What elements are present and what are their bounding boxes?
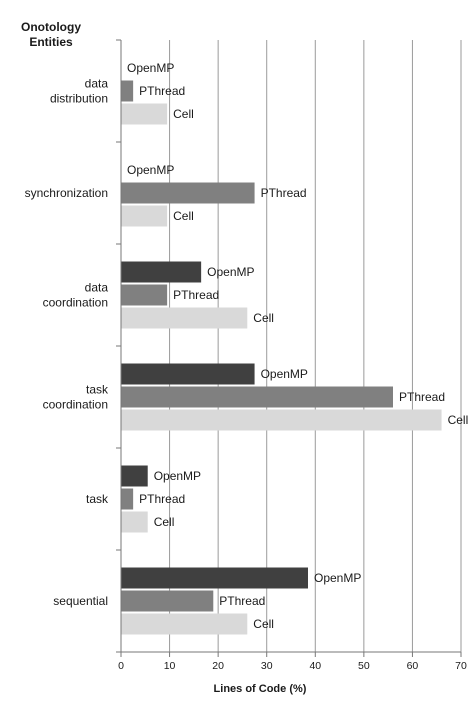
category-label-1: synchronization (25, 186, 108, 200)
bar-cell-3 (121, 409, 442, 431)
bar-label-cell-5: Cell (253, 617, 274, 631)
x-tick-label-40: 40 (309, 660, 321, 672)
x-tick-label-30: 30 (261, 660, 273, 672)
x-tick-label-10: 10 (164, 660, 176, 672)
bar-pthread-3 (121, 386, 393, 408)
grid-layer (169, 40, 462, 652)
bar-openmp-2 (121, 261, 202, 283)
bar-openmp-5 (121, 567, 308, 589)
x-tick-label-60: 60 (407, 660, 419, 672)
bar-cell-1 (121, 205, 168, 227)
bar-cell-5 (121, 613, 248, 635)
category-label-5: sequential (53, 594, 108, 608)
bar-label-cell-2: Cell (253, 311, 274, 325)
x-tick-label-50: 50 (358, 660, 370, 672)
bar-pthread-0 (121, 80, 134, 102)
category-label-4: task (86, 492, 109, 506)
bar-cell-0 (121, 103, 168, 125)
x-axis-title: Lines of Code (%) (214, 683, 307, 695)
bar-pthread-1 (121, 182, 255, 204)
bar-label-pthread-2: PThread (173, 288, 219, 302)
bar-pthread-2 (121, 284, 168, 306)
bar-label-cell-0: Cell (173, 107, 194, 121)
bar-label-openmp-5: OpenMP (314, 571, 361, 585)
bar-label-pthread-0: PThread (139, 84, 185, 98)
bar-label-openmp-2: OpenMP (207, 265, 254, 279)
x-tick-label-70: 70 (455, 660, 467, 672)
bar-label-cell-1: Cell (173, 209, 194, 223)
bar-cell-2 (121, 307, 248, 329)
bar-label-openmp-4: OpenMP (154, 469, 201, 483)
bar-openmp-3 (121, 363, 255, 385)
bar-pthread-5 (121, 590, 214, 612)
bar-label-openmp-1: OpenMP (127, 163, 174, 177)
bar-pthread-4 (121, 488, 134, 510)
bar-label-openmp-0: OpenMP (127, 61, 174, 75)
x-tick-label-20: 20 (212, 660, 224, 672)
bar-label-pthread-4: PThread (139, 492, 185, 506)
bar-label-cell-4: Cell (154, 515, 175, 529)
bar-label-pthread-3: PThread (399, 390, 445, 404)
bar-label-openmp-3: OpenMP (261, 367, 308, 381)
bar-label-pthread-5: PThread (219, 594, 265, 608)
bar-layer (121, 80, 442, 635)
bar-label-cell-3: Cell (448, 413, 469, 427)
x-tick-label-0: 0 (118, 660, 124, 672)
bar-cell-4 (121, 511, 148, 533)
bar-openmp-4 (121, 465, 148, 487)
bar-label-pthread-1: PThread (261, 186, 307, 200)
